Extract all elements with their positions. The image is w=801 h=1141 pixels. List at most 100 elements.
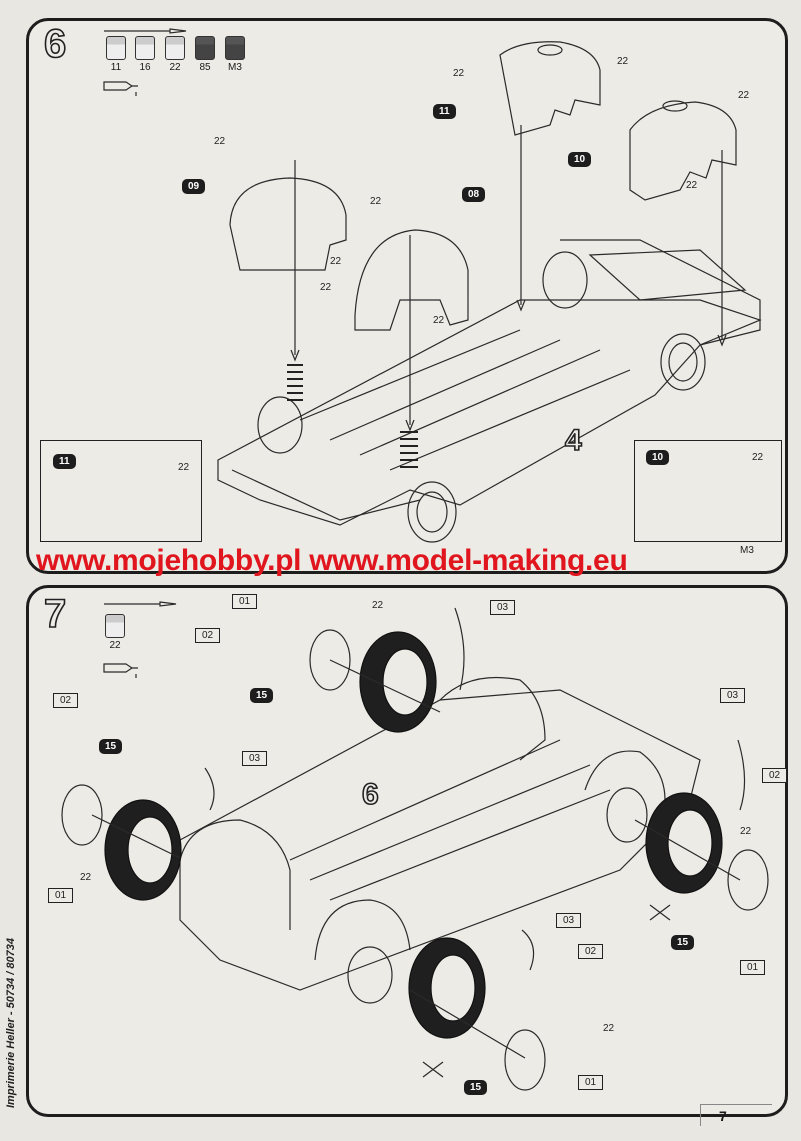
sub-step-6: 6 [361,777,379,812]
color-callout-22: 22 [738,90,750,101]
glue-tube-icon [103,81,138,96]
right-spring [400,431,418,468]
color-callout-22: 22 [372,600,384,611]
rim-top [309,629,351,691]
paint-code: 22 [169,62,181,73]
rear-right-wheel [660,333,706,391]
tread-strips [204,607,746,971]
tire-left-inner [127,816,173,884]
arrow-08 [405,235,415,432]
sub-step-4: 4 [564,423,582,458]
paint-pot-icon [225,36,245,60]
front-apron [231,469,421,521]
part-box-01: 01 [740,960,766,975]
page-number: 7 [700,1104,772,1126]
part-tag-15: 15 [99,739,123,754]
tire-right-inner [667,809,713,877]
color-callout-22: 22 [617,56,629,67]
part-box-01: 01 [232,594,258,609]
part-box-03: 03 [720,688,746,703]
color-callout-22: 22 [433,315,445,326]
part-box-03: 03 [490,600,516,615]
paint-pot-m3: M3 [224,36,246,73]
part-tag-08: 08 [462,187,486,202]
paint-code: 11 [110,62,122,73]
color-callout-22: 22 [320,282,332,293]
front-fender-right [314,899,411,961]
part-10-shape [629,101,737,201]
cut-marks [422,904,671,1078]
inset-right-color: 22 [752,452,764,463]
arrow-09 [290,160,300,362]
color-callout-22: 22 [214,136,226,147]
left-spring [287,364,303,401]
brush-icon [104,28,187,34]
part-09-shape [229,177,347,271]
paint-pot-icon [135,36,155,60]
rear-fender-right [584,750,666,801]
watermark-text: www.mojehobby.pl www.model-making.eu [36,544,628,577]
step-6-number: 6 [43,21,67,67]
part-box-02: 02 [53,693,79,708]
part-10-cap [662,100,688,112]
color-callout-22: 22 [370,196,382,207]
color-callout-22: 22 [686,180,698,191]
part-box-02: 02 [195,628,221,643]
rear-left-wheel [542,251,588,309]
part-tag-10: 10 [568,152,592,167]
part-11-shape [499,41,601,136]
paint-code: 16 [139,62,151,73]
paint-code: 22 [109,640,121,651]
paint-pot-22: 22 [164,36,186,73]
paint-pot-icon [105,614,125,638]
part-box-01: 01 [578,1075,604,1090]
front-right-wheel [407,481,457,543]
front-right-hub [416,491,448,533]
front-fender-left [179,819,291,930]
paint-pot-16: 16 [134,36,156,73]
paint-pot-icon [195,36,215,60]
color-callout-22: 22 [80,872,92,883]
paint-pot-icon [106,36,126,60]
tire-top-inner [382,648,428,716]
glue-tube-icon [103,663,138,678]
part-tag-15: 15 [250,688,274,703]
color-callout-22: 22 [453,68,465,79]
part-tag-15: 15 [671,935,695,950]
inset-left-color: 22 [178,462,190,473]
part-box-03: 03 [242,751,268,766]
part-box-03: 03 [556,913,582,928]
chassis-rear-plate [588,249,747,301]
publisher-line: Imprimerie Heller - 50734 / 80734 [5,938,17,1108]
arrow-11 [516,125,526,312]
tire-bottom-inner [430,954,476,1022]
color-callout-22: 22 [330,256,342,267]
paint-pot-22: 22 [104,614,126,651]
part-box-02: 02 [762,768,788,783]
paint-pot-icon [165,36,185,60]
paint-pot-85: 85 [194,36,216,73]
part-08-shape [354,229,469,331]
chassis-rear-deck [560,239,761,346]
inset-right-part-tag: 10 [646,450,670,465]
part-tag-09: 09 [182,179,206,194]
rear-right-hub [668,342,698,382]
color-callout-22: 22 [603,1023,615,1034]
inset-right-paint: M3 [740,545,754,556]
paint-code: M3 [228,62,242,73]
chassis-ribs [289,739,611,901]
arrow-10 [717,150,727,347]
paint-code: 85 [199,62,211,73]
chassis-outline [179,689,701,991]
rim-left [61,784,103,846]
rear-right-hub [606,787,648,843]
paint-pot-11: 11 [105,36,127,73]
part-11-cap [537,44,563,56]
chassis-outline [217,299,762,526]
rim-bottom [504,1029,546,1091]
assembly-arrows [91,659,741,1059]
part-box-02: 02 [578,944,604,959]
brush-icon [104,601,177,607]
part-box-01: 01 [48,888,74,903]
